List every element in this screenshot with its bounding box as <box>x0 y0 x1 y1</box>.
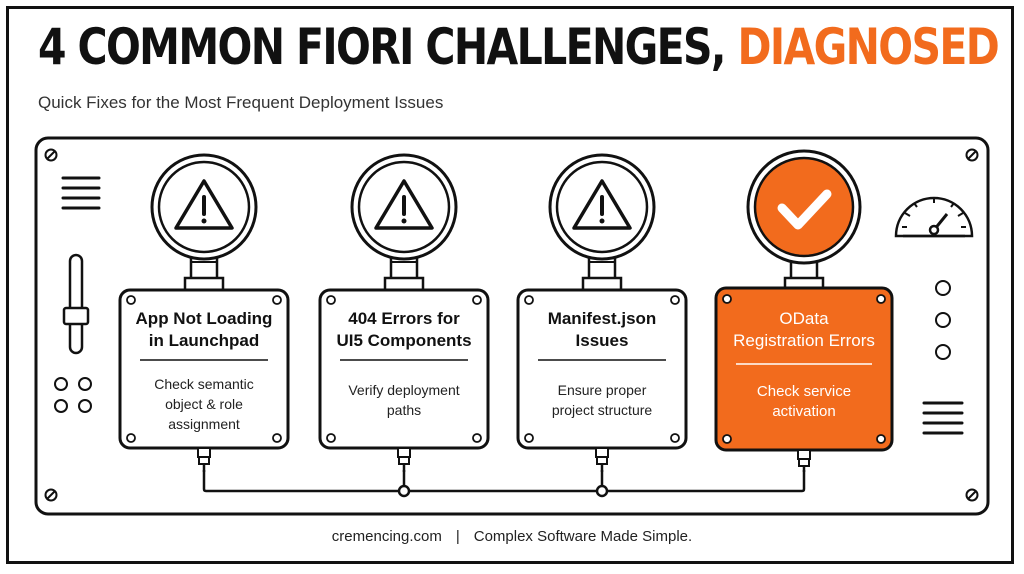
gauge-1 <box>150 153 258 292</box>
vent-lines-left <box>61 176 101 210</box>
card-title: OData Registration Errors <box>733 309 875 350</box>
slider-control <box>62 253 90 355</box>
footer-site-link[interactable]: cremencing.com <box>331 528 442 545</box>
challenge-card-3: Manifest.json Issues Ensure proper proje… <box>518 290 686 448</box>
card-title: Manifest.json Issues <box>547 309 657 350</box>
gauge-3 <box>548 153 656 292</box>
indicator-dots-right <box>935 280 951 360</box>
warning-icon <box>174 179 234 230</box>
title-highlight: DIAGNOSED <box>737 18 999 76</box>
footer-tagline: Complex Software Made Simple. <box>473 528 693 545</box>
card-title: App Not Loading in Launchpad <box>135 309 273 350</box>
page-title: 4 COMMON FIORI CHALLENGES, DIAGNOSED <box>38 18 1000 76</box>
card-title: 404 Errors for UI5 Components <box>336 309 472 350</box>
card-description: Ensure proper project structure <box>551 382 653 418</box>
panel-screws <box>44 148 979 502</box>
warning-icon <box>374 179 434 230</box>
challenge-card-1: App Not Loading in Launchpad Check seman… <box>120 290 288 448</box>
card-boxes <box>118 286 894 452</box>
speedometer-icon <box>894 196 974 238</box>
indicator-dots-left <box>54 377 92 413</box>
card-connector-stems <box>202 464 806 472</box>
card-screws <box>126 294 886 444</box>
warning-icon <box>572 179 632 230</box>
title-main: 4 COMMON FIORI CHALLENGES, <box>38 18 726 76</box>
card-dividers <box>140 359 872 365</box>
wire-junctions <box>397 484 609 498</box>
footer-separator: | <box>455 528 460 545</box>
card-description: Verify deployment paths <box>348 382 460 418</box>
challenge-card-2: 404 Errors for UI5 Components Verify dep… <box>320 290 488 448</box>
challenge-card-4: OData Registration Errors Check service … <box>716 290 892 448</box>
vent-lines-right <box>922 401 964 435</box>
footer: cremencing.com | Complex Software Made Sim… <box>0 528 1024 545</box>
outer-frame <box>6 6 1014 564</box>
card-description: Check service activation <box>756 383 852 420</box>
gauge-4 <box>746 149 862 292</box>
card-description: Check semantic object & role assignment <box>154 376 254 432</box>
checkmark-icon <box>777 189 832 230</box>
gauge-2 <box>350 153 458 292</box>
page-subtitle: Quick Fixes for the Most Frequent Deploy… <box>38 93 444 112</box>
